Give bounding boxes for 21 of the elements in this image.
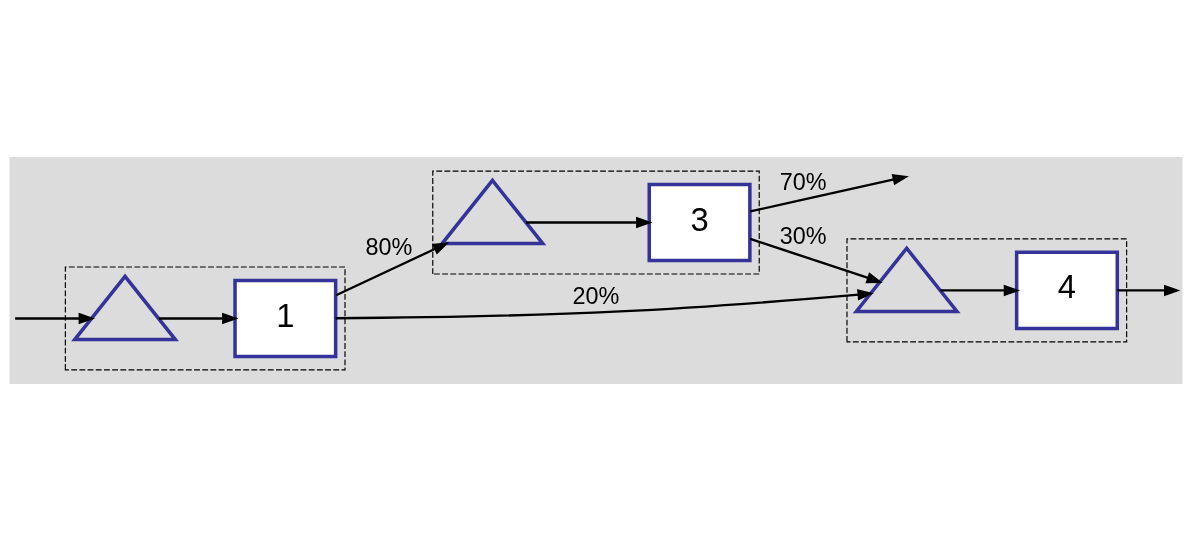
arrow [749, 237, 883, 283]
arrow [15, 312, 96, 324]
arrow [526, 216, 653, 228]
edge-label: 70% [779, 168, 827, 195]
arrow [750, 173, 909, 213]
node-box: 4 [1014, 250, 1120, 330]
arrow [158, 312, 239, 324]
node-box: 1 [233, 278, 338, 358]
edge-label: 80% [365, 233, 413, 260]
node-triangle [852, 244, 961, 313]
node-triangle [438, 177, 547, 245]
arrow [940, 284, 1021, 296]
node-box: 3 [647, 182, 752, 262]
arrow [335, 288, 874, 319]
cluster [64, 265, 346, 371]
arrow [335, 241, 450, 296]
edge-label: 30% [779, 222, 827, 249]
edge-label: 20% [572, 282, 620, 309]
node-triangle [71, 273, 179, 341]
cluster [846, 237, 1128, 342]
arrow [1117, 284, 1181, 296]
